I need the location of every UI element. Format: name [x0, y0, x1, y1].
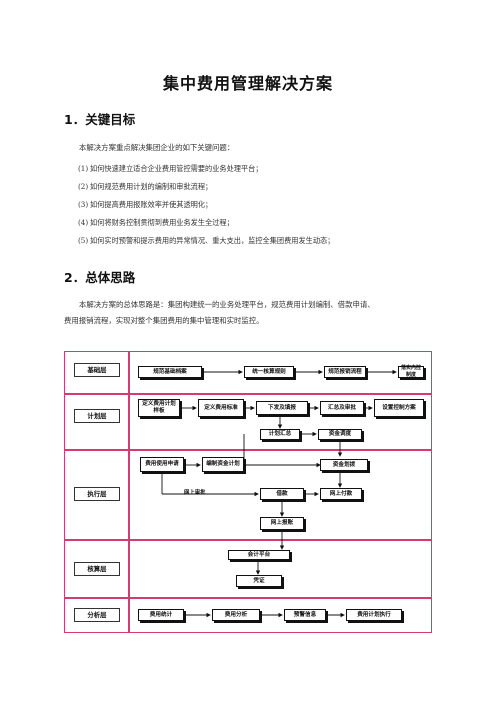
item-text: 如何将财务控制贯彻到费用业务发生全过程； — [90, 218, 234, 227]
node-fund-transfer: 资金划拨 — [320, 459, 368, 471]
node-internal-control: 落实内控制度 — [398, 365, 424, 378]
row-label-anal: 分析层 — [74, 608, 120, 622]
item-text: 如何快速建立适合企业费用管控需要的业务处理平台； — [90, 164, 263, 173]
node-fund-plan: 编制资金计划 — [202, 457, 244, 472]
item-text: 如何提高费用报账效率并使其透明化； — [90, 200, 213, 209]
node-online-payment: 网上付款 — [320, 488, 362, 500]
section-1-intro-text: 本解决方案重点解决集团企业的如下关键问题： — [79, 143, 235, 152]
item-number: (5) — [78, 236, 89, 245]
column-divider — [128, 351, 130, 633]
list-item: (1)如何快速建立适合企业费用管控需要的业务处理平台； — [78, 164, 263, 174]
node-plan-template: 定义费用计划样板 — [138, 399, 180, 417]
flow-connectors — [161, 369, 397, 618]
row-label-acct: 核算层 — [74, 562, 120, 576]
flow-diagram: 基础层 计划层 执行层 核算层 分析层 — [64, 351, 432, 633]
list-item: (5)如何实时预警和提示费用的异常情况、重大支出，监控全集团费用发生动态； — [78, 236, 334, 246]
node-plan-execution: 费用计划执行 — [346, 609, 402, 621]
node-warning-info: 预警信息 — [284, 609, 326, 621]
row-frame-plan — [64, 394, 432, 450]
list-item: (3)如何提高费用报账效率并使其透明化； — [78, 200, 212, 210]
item-text: 如何规范费用计划的编制和审批流程； — [90, 182, 213, 191]
node-online-reimburse: 网上报账 — [260, 517, 304, 530]
item-number: (2) — [78, 182, 89, 191]
row-label-basic: 基础层 — [74, 363, 120, 377]
label-online-approval: 网上审批 — [184, 490, 206, 496]
node-expense-analysis: 费用分析 — [212, 609, 260, 621]
node-fund-dispatch: 资金调度 — [318, 429, 362, 440]
item-text: 如何实时预警和提示费用的异常情况、重大支出，监控全集团费用发生动态； — [90, 236, 335, 245]
row-label-exec: 执行层 — [74, 487, 120, 501]
item-number: (3) — [78, 200, 89, 209]
node-basic-archive: 规范基础档案 — [138, 366, 202, 378]
node-accounting-platform: 会计平台 — [228, 550, 290, 560]
item-number: (4) — [78, 218, 89, 227]
node-issue-fill: 下发及填报 — [256, 401, 308, 415]
section-2-heading: 2．总体思路 — [64, 270, 136, 285]
paragraph-line-2: 费用报销流程，实现对整个集团费用的集中管理和实时监控。 — [64, 316, 264, 325]
row-frame-exec — [64, 450, 432, 540]
node-reimburse-flow: 规范报销流程 — [324, 366, 366, 378]
list-item: (2)如何规范费用计划的编制和审批流程； — [78, 182, 212, 192]
row-label-plan: 计划层 — [74, 409, 120, 423]
item-number: (1) — [78, 164, 89, 173]
section-1-heading: 1．关键目标 — [64, 112, 136, 127]
section-1-intro: 本解决方案重点解决集团企业的如下关键问题： — [64, 140, 436, 156]
section-2-paragraph: 本解决方案的总体思路是：集团构建统一的业务处理平台，规范费用计划编制、借款申请、… — [64, 297, 436, 329]
node-cost-standard: 定义费用标准 — [198, 399, 244, 417]
document-title: 集中费用管理解决方案 — [162, 74, 333, 93]
node-summary-approve: 汇总及审批 — [320, 401, 364, 415]
row-frame-basic — [64, 351, 432, 394]
row-frame-acct — [64, 540, 432, 598]
list-item: (4)如何将财务控制贯彻到费用业务发生全过程； — [78, 218, 234, 228]
node-unified-rules: 统一核算规则 — [244, 366, 294, 378]
row-frame-anal — [64, 598, 432, 633]
paragraph-line-1-text: 本解决方案的总体思路是：集团构建统一的业务处理平台，规范费用计划编制、借款申请、 — [79, 300, 375, 309]
node-control-scheme: 设置控制方案 — [374, 399, 424, 417]
node-voucher: 凭证 — [236, 575, 282, 587]
node-plan-summary: 计划汇总 — [260, 429, 300, 440]
node-expense-request: 费用使用申请 — [140, 457, 184, 472]
node-loan: 借款 — [260, 488, 304, 500]
node-expense-stats: 费用统计 — [138, 609, 184, 621]
paragraph-line-1: 本解决方案的总体思路是：集团构建统一的业务处理平台，规范费用计划编制、借款申请、 — [64, 297, 436, 313]
